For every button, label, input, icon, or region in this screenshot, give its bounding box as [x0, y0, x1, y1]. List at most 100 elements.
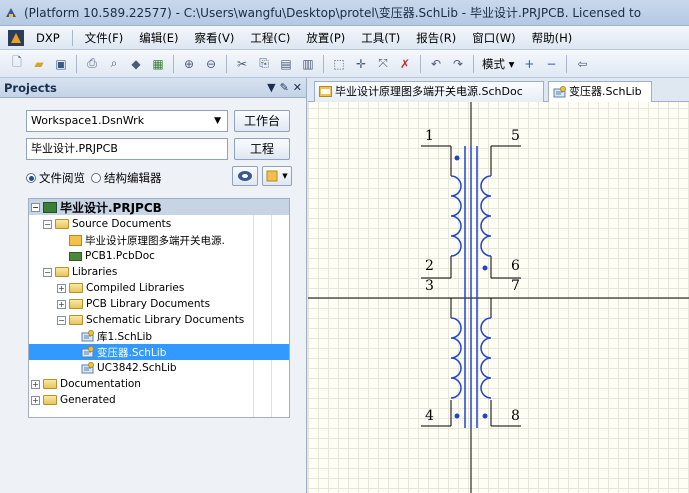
transformer-symbol[interactable]: [308, 102, 689, 493]
select-area-icon[interactable]: ⬚: [333, 56, 345, 71]
secondary-winding-upper: [480, 175, 492, 257]
document-menu-icon[interactable]: ▼: [262, 166, 292, 186]
remove-icon[interactable]: −: [546, 56, 557, 71]
tab-label: 毕业设计原理图多端开关电源.SchDoc: [335, 85, 523, 98]
project-icon: [43, 201, 57, 213]
folder-icon: [43, 379, 57, 389]
mode-dropdown[interactable]: 模式 ▾: [482, 56, 515, 71]
arrow-left-icon[interactable]: ⇦: [577, 56, 588, 71]
panel-menu-icon[interactable]: ▼: [267, 81, 276, 94]
projects-panel-header: Projects ▼ ✎ ✕: [0, 78, 306, 98]
pcb-doc-icon: [69, 251, 82, 261]
pin-label-7: 7: [511, 278, 520, 294]
tree-item-pcb-doc[interactable]: PCB1.PcbDoc: [29, 248, 289, 264]
paste-icon[interactable]: ▤: [280, 56, 292, 71]
tree-item-label: PCB1.PcbDoc: [85, 250, 155, 262]
tree-item-generated[interactable]: + Generated: [29, 392, 289, 408]
menu-file[interactable]: 文件(F): [84, 30, 124, 45]
file-view-radio[interactable]: [26, 173, 36, 183]
folder-icon: [69, 283, 83, 293]
schlib-icon: [81, 346, 94, 358]
tree-item-project[interactable]: − 毕业设计.PRJPCB: [29, 199, 289, 215]
clear-filter-icon[interactable]: ✗: [399, 56, 411, 71]
cut-icon[interactable]: ✂: [236, 56, 248, 71]
pin-label-2: 2: [425, 258, 434, 274]
toolbar-divider: [76, 54, 77, 73]
move-icon[interactable]: ✛: [355, 56, 367, 71]
document-tabs: 毕业设计原理图多端开关电源.SchDoc 变压器.SchLib: [308, 78, 689, 102]
expand-icon[interactable]: +: [31, 395, 40, 405]
workspace-button[interactable]: 工作台: [234, 110, 290, 132]
copy-icon[interactable]: ⎘: [259, 56, 269, 70]
browse-icon[interactable]: ▦: [152, 56, 164, 71]
project-field[interactable]: 毕业设计.PRJPCB: [26, 138, 228, 160]
folder-icon: [55, 267, 69, 277]
tree-item-label: Schematic Library Documents: [86, 314, 245, 326]
menu-help[interactable]: 帮助(H): [531, 30, 573, 45]
menu-window[interactable]: 窗口(W): [472, 30, 516, 45]
tree-item-compiled-libraries[interactable]: + Compiled Libraries: [29, 280, 289, 296]
menu-tools[interactable]: 工具(T): [361, 30, 401, 45]
collapse-icon[interactable]: −: [43, 219, 52, 229]
expand-icon[interactable]: +: [31, 379, 40, 389]
pin-label-4: 4: [425, 408, 434, 424]
project-options-icon[interactable]: [232, 166, 258, 186]
schlib-icon: [81, 330, 94, 342]
tree-item-lib1[interactable]: 库1.SchLib: [29, 328, 289, 344]
print-icon[interactable]: ⎙: [87, 56, 97, 70]
expand-icon[interactable]: +: [57, 299, 66, 309]
tree-item-source-documents[interactable]: − Source Documents: [29, 216, 289, 232]
tree-item-transformer-lib[interactable]: 变压器.SchLib: [29, 344, 289, 360]
menu-place[interactable]: 放置(P): [306, 30, 346, 45]
toolbar-divider: [226, 54, 227, 73]
window-title: (Platform 10.589.22577) - C:\Users\wangf…: [24, 6, 642, 20]
polarity-dot: [454, 413, 460, 419]
zoom-in-icon[interactable]: ⊕: [183, 56, 195, 71]
open-folder-icon[interactable]: ▰: [34, 56, 44, 71]
new-file-icon[interactable]: 🗋: [12, 55, 22, 69]
file-view-label: 文件阅览: [39, 171, 85, 185]
menu-edit[interactable]: 编辑(E): [139, 30, 179, 45]
pin-icon[interactable]: ✎: [279, 81, 289, 94]
print-preview-icon[interactable]: ⌕: [110, 56, 118, 70]
menu-project[interactable]: 工程(C): [250, 30, 291, 45]
polarity-dot: [454, 155, 460, 161]
zoom-out-icon[interactable]: ⊖: [205, 56, 217, 71]
rubber-stamp-icon[interactable]: ▥: [302, 56, 314, 71]
collapse-icon[interactable]: −: [31, 202, 40, 212]
close-icon[interactable]: ✕: [292, 81, 302, 94]
tree-item-documentation[interactable]: + Documentation: [29, 376, 289, 392]
schematic-doc-icon: [69, 234, 82, 246]
save-icon[interactable]: ▣: [55, 56, 67, 71]
redo-icon[interactable]: ↷: [452, 56, 464, 71]
undo-icon[interactable]: ↶: [430, 56, 442, 71]
deselect-icon[interactable]: ⤧: [378, 56, 388, 70]
collapse-icon[interactable]: −: [43, 267, 52, 277]
menu-dxp[interactable]: DXP: [36, 30, 60, 45]
menu-reports[interactable]: 报告(R): [416, 30, 457, 45]
workspace-dropdown[interactable]: Workspace1.DsnWrk ▼: [26, 110, 228, 132]
folder-icon: [69, 315, 83, 325]
tree-item-uc3842-lib[interactable]: UC3842.SchLib: [29, 360, 289, 376]
tab-transformer-lib[interactable]: 变压器.SchLib: [548, 81, 652, 102]
menu-view[interactable]: 察看(V): [194, 30, 235, 45]
pin-label-1: 1: [425, 128, 434, 144]
project-button[interactable]: 工程: [234, 138, 290, 160]
chevron-down-icon: ▼: [214, 116, 221, 126]
tree-item-schematic-doc[interactable]: 毕业设计原理图多端开关电源.: [29, 232, 289, 248]
tree-item-libraries[interactable]: − Libraries: [29, 264, 289, 280]
expand-icon[interactable]: +: [57, 283, 66, 293]
tree-item-pcb-library-documents[interactable]: + PCB Library Documents: [29, 296, 289, 312]
toolbar-divider: [323, 54, 324, 73]
tree-item-schematic-library-documents[interactable]: − Schematic Library Documents: [29, 312, 289, 328]
tree-item-label: PCB Library Documents: [86, 298, 211, 310]
add-icon[interactable]: +: [524, 56, 535, 71]
schematic-doc-icon: [319, 86, 332, 97]
tree-item-label: Generated: [60, 394, 116, 406]
tab-schematic-doc[interactable]: 毕业设计原理图多端开关电源.SchDoc: [314, 81, 544, 102]
collapse-icon[interactable]: −: [57, 315, 66, 325]
schematic-canvas[interactable]: 1 2 3 4 5 6 7 8: [308, 102, 689, 493]
component-icon[interactable]: ◆: [131, 56, 141, 71]
struct-editor-radio[interactable]: [91, 173, 101, 183]
project-tree[interactable]: − 毕业设计.PRJPCB − Source Documents 毕业设计原理图…: [28, 198, 290, 418]
